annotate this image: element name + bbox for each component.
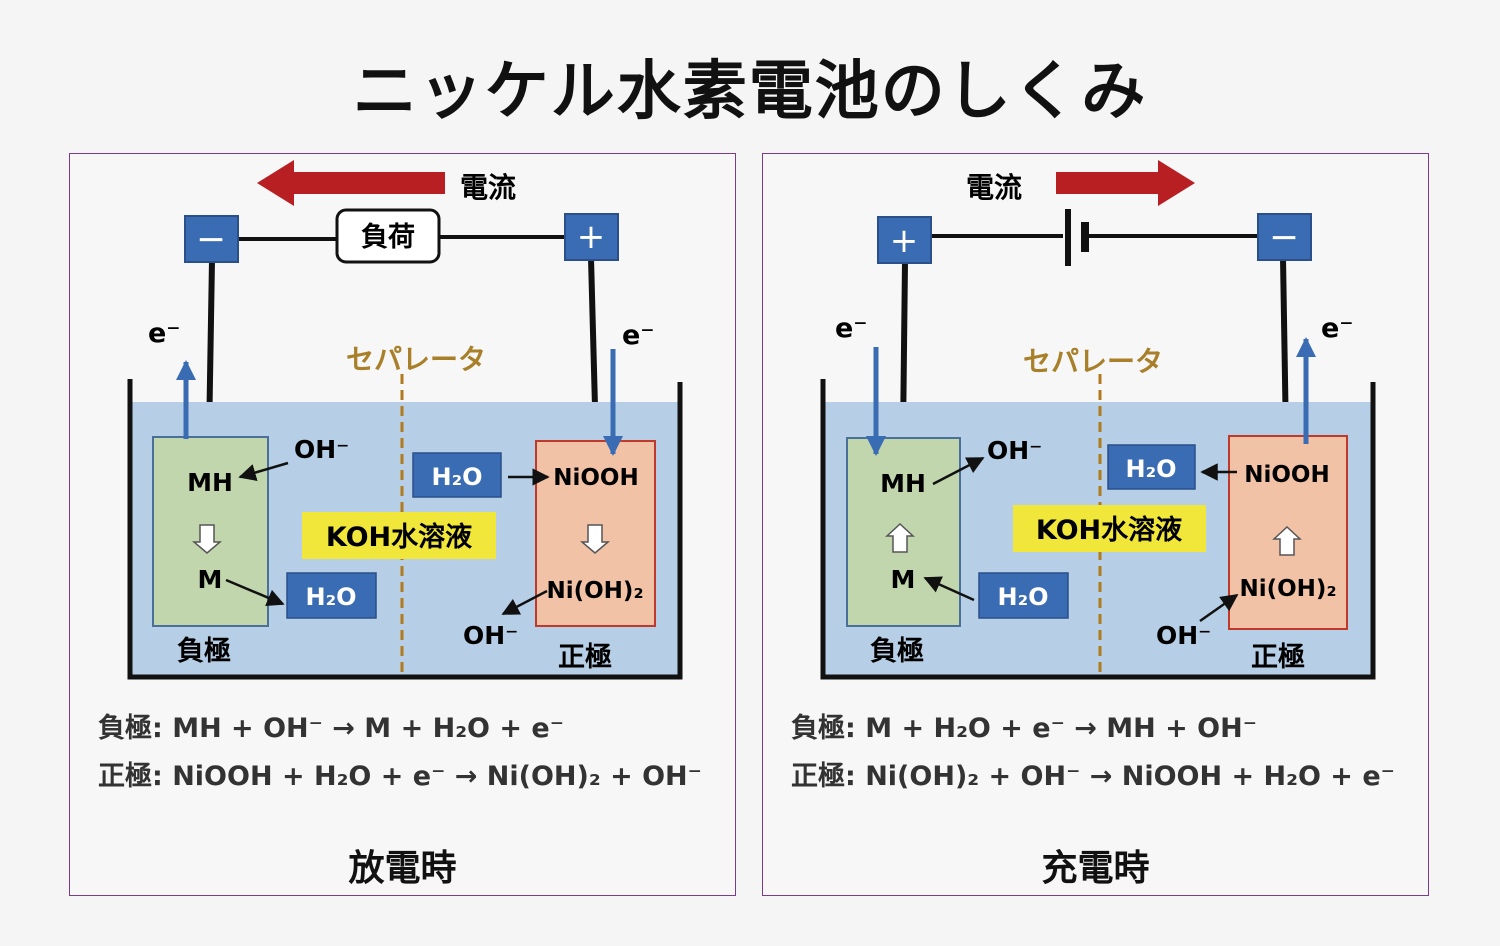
niooh-label: NiOOH	[1244, 462, 1330, 488]
down-arrow-icon	[191, 524, 223, 554]
container	[820, 379, 1376, 680]
positive-terminal-sign: +	[577, 217, 606, 257]
up-arrow-icon	[1272, 525, 1302, 556]
negative-electrode-label: 負極	[177, 636, 231, 667]
electron-label-left: e⁻	[148, 318, 181, 349]
water-box-left	[286, 572, 377, 619]
water-label-right: H₂O	[432, 463, 483, 491]
container	[127, 379, 683, 680]
negative-terminal	[1257, 213, 1312, 261]
current-label: 電流	[966, 171, 1022, 204]
equation-prefix: 負極	[98, 713, 152, 744]
negative-terminal-sign: −	[1269, 217, 1299, 258]
positive-terminal-sign: +	[890, 221, 919, 261]
positive-electrode-label: 正極	[1251, 642, 1305, 673]
water-box-left	[978, 572, 1069, 619]
water-label-right: H₂O	[1126, 455, 1177, 483]
m-label: M	[891, 565, 916, 594]
reaction-arrow	[501, 589, 548, 616]
water-label-left: H₂O	[306, 583, 357, 611]
reaction-arrow	[238, 461, 289, 481]
positive-terminal	[877, 216, 932, 264]
positive-electrode-label: 正極	[558, 642, 612, 673]
niooh-label: NiOOH	[553, 465, 639, 491]
oh-label-left: OH⁻	[294, 435, 349, 464]
equation-prefix: 正極	[791, 761, 845, 792]
negative-equation: 負極: MH + OH⁻ → M + H₂O + e⁻	[98, 706, 564, 745]
oh-label-left: OH⁻	[987, 436, 1042, 465]
equation-prefix: 正極	[98, 761, 152, 792]
positive-equation: 正極: Ni(OH)₂ + OH⁻ → NiOOH + H₂O + e⁻	[791, 754, 1395, 793]
electron-label-right: e⁻	[622, 320, 655, 351]
down-arrow-icon	[579, 524, 611, 554]
water-box-right	[412, 452, 502, 498]
electrolyte-label: KOH水溶液	[326, 521, 472, 553]
charge-panel: 電流 + − セパレータ e⁻ e⁻ MH M OH⁻	[762, 153, 1429, 896]
page-title: ニッケル水素電池のしくみ	[352, 55, 1148, 129]
equation-body: : MH + OH⁻ → M + H₂O + e⁻	[152, 713, 564, 744]
equation-body: : Ni(OH)₂ + OH⁻ → NiOOH + H₂O + e⁻	[845, 761, 1395, 792]
negative-terminal-sign: −	[196, 219, 226, 260]
positive-equation: 正極: NiOOH + H₂O + e⁻ → Ni(OH)₂ + OH⁻	[98, 754, 702, 793]
charge-caption: 充電時	[1041, 848, 1150, 889]
electron-label-right: e⁻	[1321, 313, 1354, 344]
equation-body: : NiOOH + H₂O + e⁻ → Ni(OH)₂ + OH⁻	[152, 761, 702, 792]
reaction-arrow	[932, 456, 985, 486]
load-label: 負荷	[361, 222, 415, 253]
discharge-panel: 電流 負荷 − + セパレータ e⁻ e⁻ MH M OH⁻	[69, 153, 736, 896]
mh-label: MH	[880, 469, 926, 498]
water-box-right	[1107, 444, 1196, 490]
load-box	[335, 208, 441, 264]
oh-label-right: OH⁻	[1156, 621, 1211, 650]
up-arrow-icon	[885, 522, 915, 553]
water-label-left: H₂O	[998, 583, 1049, 611]
charge-diagram: 電流 + − セパレータ e⁻ e⁻ MH M OH⁻	[820, 160, 1376, 680]
positive-terminal	[564, 213, 619, 261]
current-arrow	[1056, 160, 1195, 206]
separator-label: セパレータ	[346, 343, 486, 376]
current-label: 電流	[460, 171, 516, 204]
reaction-arrow	[225, 578, 285, 606]
electrolyte-label-bg	[302, 512, 496, 559]
current-arrow	[257, 160, 445, 206]
discharge-diagram: 電流 負荷 − + セパレータ e⁻ e⁻ MH M OH⁻	[127, 160, 683, 680]
negative-equation: 負極: M + H₂O + e⁻ → MH + OH⁻	[791, 706, 1257, 745]
nioh2-label: Ni(OH)₂	[1239, 576, 1336, 602]
electrolyte-label-bg	[1013, 505, 1206, 552]
reaction-arrow	[1199, 593, 1239, 623]
oh-label-right: OH⁻	[463, 621, 518, 650]
reaction-arrow	[923, 576, 975, 602]
electrolyte-label: KOH水溶液	[1036, 514, 1182, 546]
electron-label-left: e⁻	[835, 313, 868, 344]
negative-terminal	[184, 215, 239, 263]
equation-body: : M + H₂O + e⁻ → MH + OH⁻	[845, 713, 1257, 744]
negative-electrode-label: 負極	[870, 636, 924, 667]
mh-label: MH	[187, 468, 233, 497]
equation-prefix: 負極	[791, 713, 845, 744]
nioh2-label: Ni(OH)₂	[546, 578, 643, 604]
m-label: M	[198, 565, 223, 594]
discharge-caption: 放電時	[348, 848, 457, 889]
separator-label: セパレータ	[1023, 345, 1163, 378]
